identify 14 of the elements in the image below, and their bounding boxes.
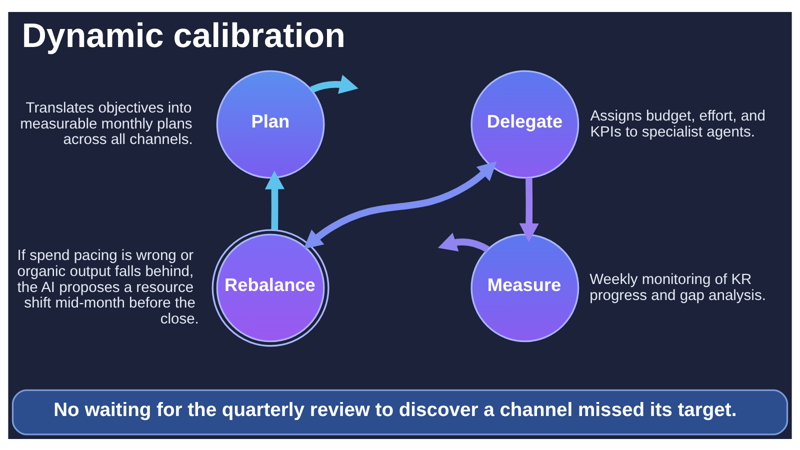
node-circle: Measure (470, 233, 580, 342)
arrow (310, 74, 358, 94)
arrow (519, 177, 539, 242)
arrow (304, 160, 497, 249)
node-label: If spend pacing is wrong or organic output falls behind, the AI proposes a resource shift mid-month before the close. (17, 248, 199, 328)
arrow (264, 170, 285, 230)
node-circle: Plan (216, 70, 325, 178)
node-circle: Delegate (470, 70, 580, 178)
node-label: Weekly monitoring of KR progress and gap analysis. (590, 271, 766, 304)
arrow (438, 232, 490, 252)
node-label: Translates objectives into measurable monthly plans across all channels. (20, 100, 193, 148)
diagram-title: Dynamic calibration (22, 16, 346, 55)
node-label: Assigns budget, effort, and KPIs to specialist agents. (590, 108, 766, 140)
node-box: No waiting for the quarterly review to discover a channel missed its target. (12, 388, 788, 435)
